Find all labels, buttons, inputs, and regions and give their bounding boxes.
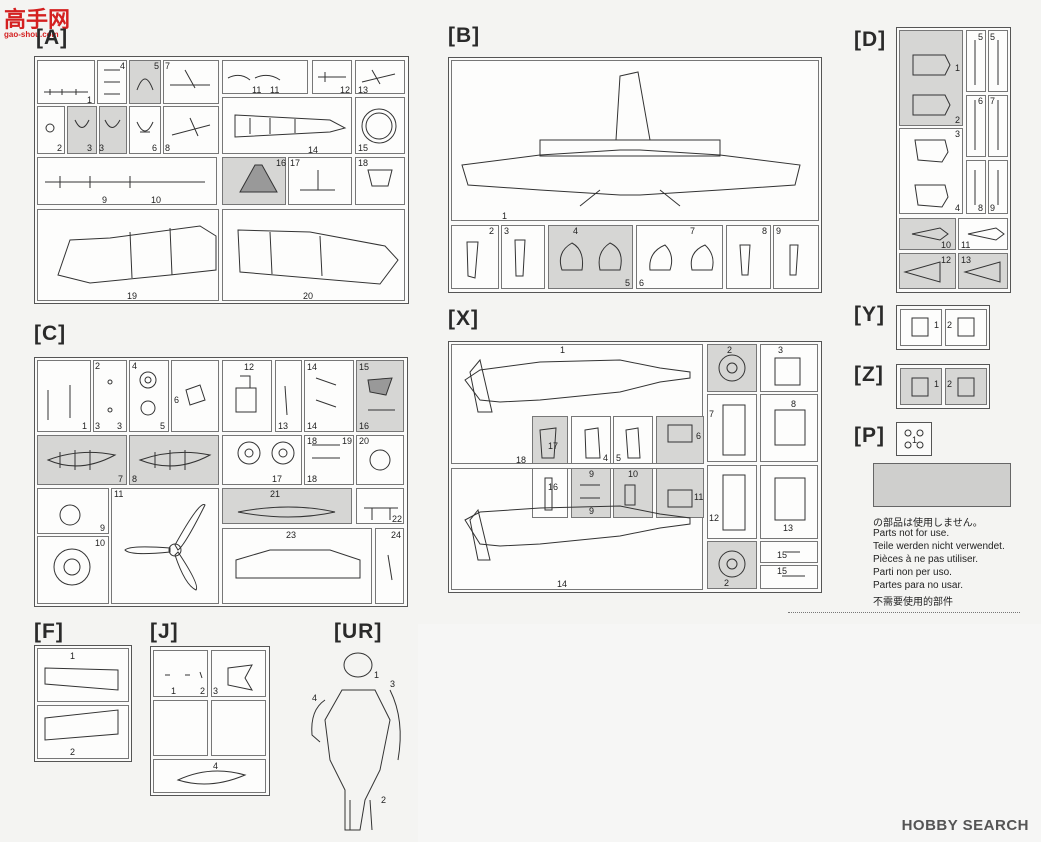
sprue-y-cell-1 (900, 309, 942, 346)
sprue-f-cell-1 (37, 648, 129, 702)
hobby-search-watermark: HOBBY SEARCH (901, 817, 1029, 834)
site-logo: 高手网 gao-shou.com (4, 7, 71, 39)
section-label-x: [X] (448, 307, 479, 330)
section-label-f: [F] (34, 620, 64, 643)
section-label-z: [Z] (854, 363, 884, 386)
dotted-divider (788, 612, 1020, 613)
section-label-y: [Y] (854, 303, 885, 326)
notice-fr: Pièces à ne pas utiliser. (873, 554, 979, 565)
sprue-j-cell-5 (153, 759, 266, 793)
sprue-z-cell-1 (900, 368, 942, 405)
sprue-y-cell-2 (945, 309, 987, 346)
blank-area (418, 624, 1041, 842)
site-logo-sub: gao-shou.com (4, 30, 59, 39)
sprue-j-cell-4 (211, 700, 266, 756)
sprue-j-cell-2 (211, 650, 266, 697)
notice-en: Parts not for use. (873, 528, 950, 539)
not-used-swatch (873, 463, 1011, 507)
section-label-d: [D] (854, 28, 887, 51)
section-label-ur: [UR] (334, 620, 383, 643)
sprue-z-cell-2 (945, 368, 987, 405)
section-label-c: [C] (34, 322, 67, 345)
notice-zh: 不需要使用的部件 (873, 597, 953, 608)
sprue-p-frame (896, 422, 932, 456)
sprue-j-cell-3 (153, 700, 208, 756)
notice-de: Teile werden nicht verwendet. (873, 541, 1005, 552)
section-label-b: [B] (448, 24, 481, 47)
notice-it: Parti non per uso. (873, 567, 952, 578)
section-label-a: [A] (36, 26, 69, 49)
section-label-p: [P] (854, 424, 885, 447)
notice-es: Partes para no usar. (873, 580, 964, 591)
section-label-j: [J] (150, 620, 179, 643)
sprue-j-cell-1 (153, 650, 208, 697)
notice-ja: の部品は使用しません。 (873, 518, 983, 529)
